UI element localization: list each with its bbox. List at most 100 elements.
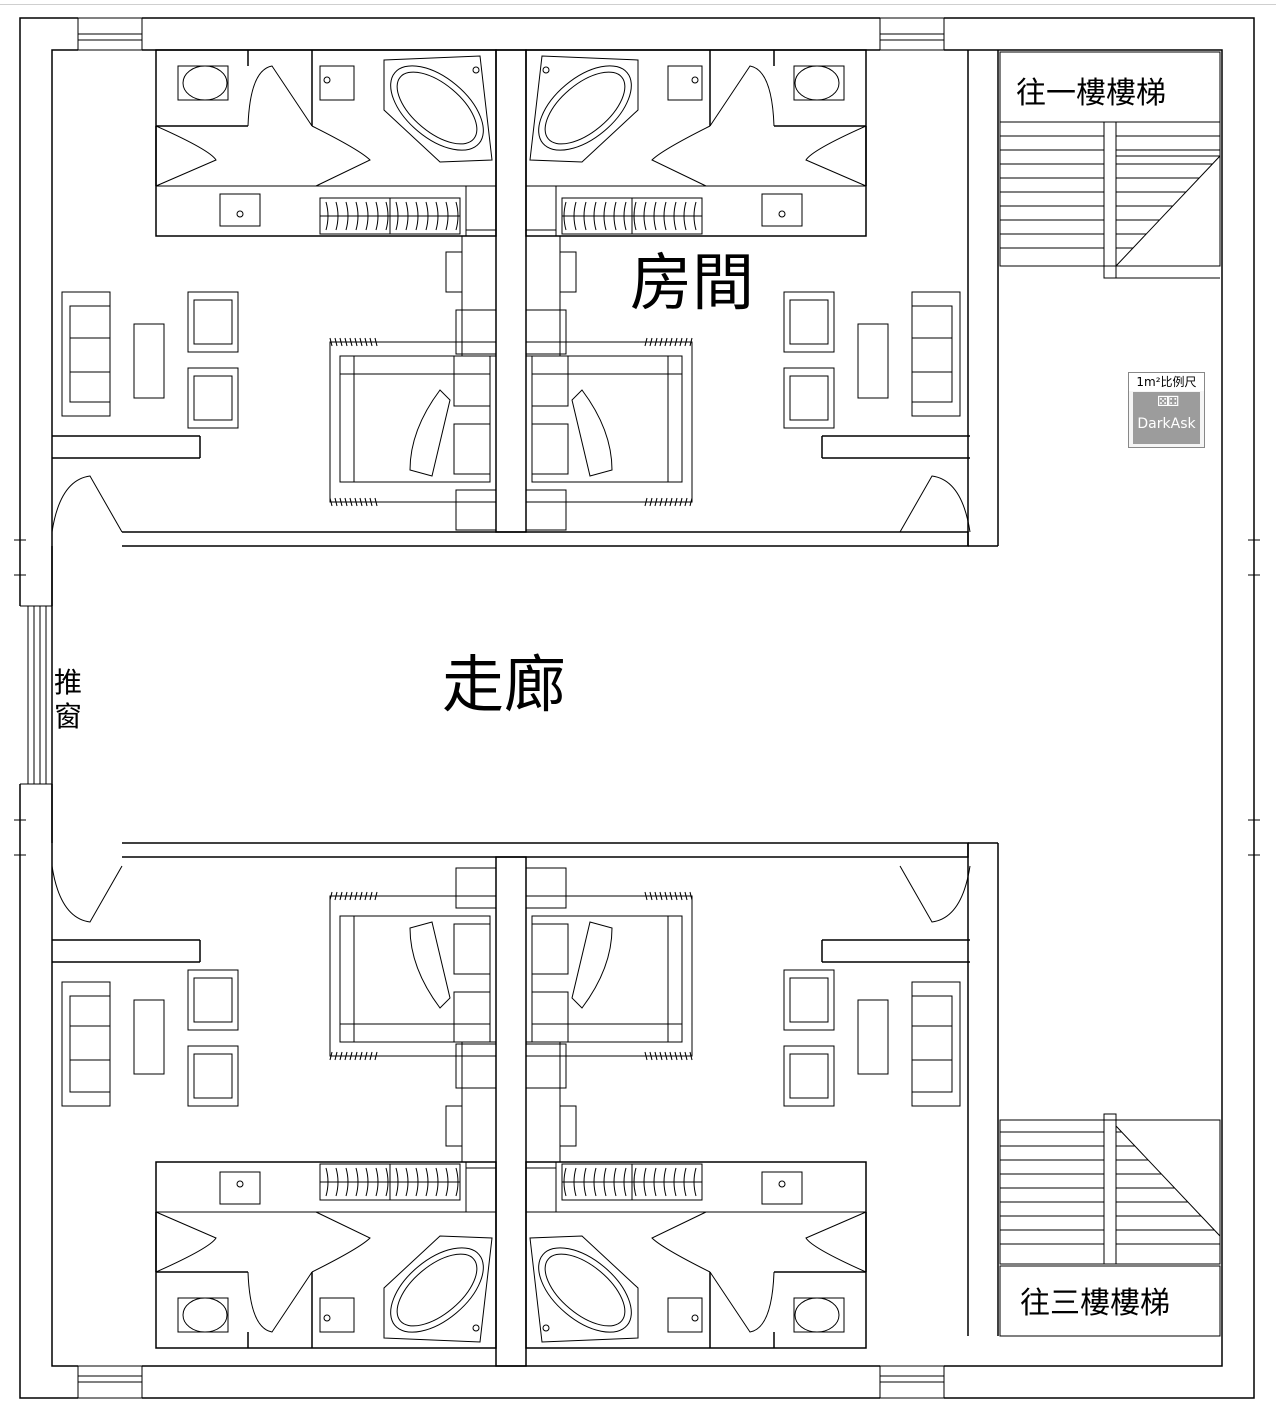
bathtub-inner-2	[396, 71, 478, 145]
bed-sheet-fold	[571, 389, 613, 477]
hanger	[623, 1167, 627, 1197]
nightstand	[525, 1043, 567, 1089]
nightstand-2	[525, 489, 567, 531]
bed-fringe	[644, 891, 648, 901]
bed-fringe	[689, 337, 693, 347]
bed-fringe	[684, 1051, 688, 1061]
bathtub-drain	[542, 66, 550, 74]
bed-fringe	[659, 1051, 663, 1061]
bed-fringe	[649, 1051, 653, 1061]
hanger	[643, 1167, 647, 1197]
hanger	[385, 201, 389, 231]
hanger	[425, 1167, 429, 1197]
sofa-seat	[69, 305, 111, 403]
stair-treads-down	[1000, 1131, 1220, 1245]
scale-badge: 1m²比例尺 ⚄⚃ DarkAsk	[1128, 372, 1205, 448]
coffee-table	[857, 999, 889, 1075]
pillow	[453, 923, 491, 975]
armchair	[187, 291, 239, 353]
bed-fringe	[329, 337, 333, 347]
bed-fringe	[364, 497, 368, 507]
hanger	[325, 201, 329, 231]
bed-fringe	[649, 337, 653, 347]
room-label: 房間	[630, 246, 755, 319]
stair-up-label: 往一樓樓梯	[1016, 76, 1166, 111]
pillow	[531, 423, 569, 475]
hanger	[345, 201, 349, 231]
pillow	[453, 423, 491, 475]
hanger	[435, 201, 439, 231]
bathtub-drain	[542, 1324, 550, 1332]
bed-fringe	[679, 1051, 683, 1061]
bed-sheet-fold	[409, 921, 451, 1009]
nightstand	[525, 309, 567, 355]
bath-niche	[525, 185, 557, 231]
bed-fringe	[374, 337, 378, 347]
basin-tap	[691, 1314, 699, 1322]
hanger	[415, 1167, 419, 1197]
sofa	[61, 291, 111, 417]
bed-fringe	[664, 337, 668, 347]
top-rule	[0, 4, 1276, 5]
corridor-label: 走廊	[442, 648, 567, 721]
bathtub-drain	[472, 66, 480, 74]
bed-fringe	[344, 1051, 348, 1061]
outer-wall	[19, 17, 1255, 1399]
hanger	[425, 201, 429, 231]
bed-fringe	[359, 891, 363, 901]
bed-fringe	[364, 337, 368, 347]
bathtub-outline	[529, 1235, 639, 1343]
armchair-seat	[789, 1053, 829, 1099]
bath-door	[155, 125, 217, 187]
hanger	[663, 201, 667, 231]
bed-fringe	[674, 497, 678, 507]
hanger	[385, 1167, 389, 1197]
sofa	[911, 291, 961, 417]
hanger	[593, 1167, 597, 1197]
hanger	[683, 201, 687, 231]
bed-fringe	[339, 891, 343, 901]
bathroom-outline	[525, 1161, 867, 1349]
bed-fringe	[659, 337, 663, 347]
basin-tap	[691, 76, 699, 84]
bath-niche	[525, 1167, 557, 1213]
bed-frame	[329, 895, 497, 1057]
mattress	[531, 915, 683, 1043]
sliding-window	[18, 605, 54, 785]
toilet-bowl	[182, 65, 228, 101]
armchair-seat	[789, 299, 829, 345]
bed-fringe	[669, 337, 673, 347]
wall-windows	[77, 14, 945, 1402]
bed-fringe	[334, 1051, 338, 1061]
hanger	[395, 201, 399, 231]
bed-fringe	[349, 1051, 353, 1061]
bath-door-2	[311, 1211, 371, 1273]
bath-door	[805, 125, 867, 187]
hanger	[563, 1167, 567, 1197]
bathtub-drain	[472, 1324, 480, 1332]
bed-fringe	[649, 497, 653, 507]
bed-fringe	[689, 1051, 693, 1061]
bath-door-2	[651, 1211, 711, 1273]
stairs-down-drawing	[999, 1113, 1221, 1265]
bed-fringe	[339, 1051, 343, 1061]
sink-drain	[236, 210, 244, 218]
bed-fringe	[374, 1051, 378, 1061]
hanger	[683, 1167, 687, 1197]
bathtub-inner	[538, 1247, 632, 1333]
hanger	[603, 201, 607, 231]
bed-fringe	[369, 337, 373, 347]
bed-fringe	[354, 891, 358, 901]
room-bottom-right	[525, 865, 971, 1349]
armchair-2	[187, 969, 239, 1031]
sink	[219, 1171, 261, 1205]
room-top-right	[525, 49, 971, 533]
toilet-bowl	[794, 1297, 840, 1333]
pillow	[531, 923, 569, 975]
entry-door	[51, 475, 123, 533]
vanity-counter	[555, 185, 867, 237]
toilet-door	[709, 65, 775, 127]
bathtub-inner-2	[396, 1253, 478, 1327]
sofa-seat	[911, 305, 953, 403]
toilet-bowl	[794, 65, 840, 101]
